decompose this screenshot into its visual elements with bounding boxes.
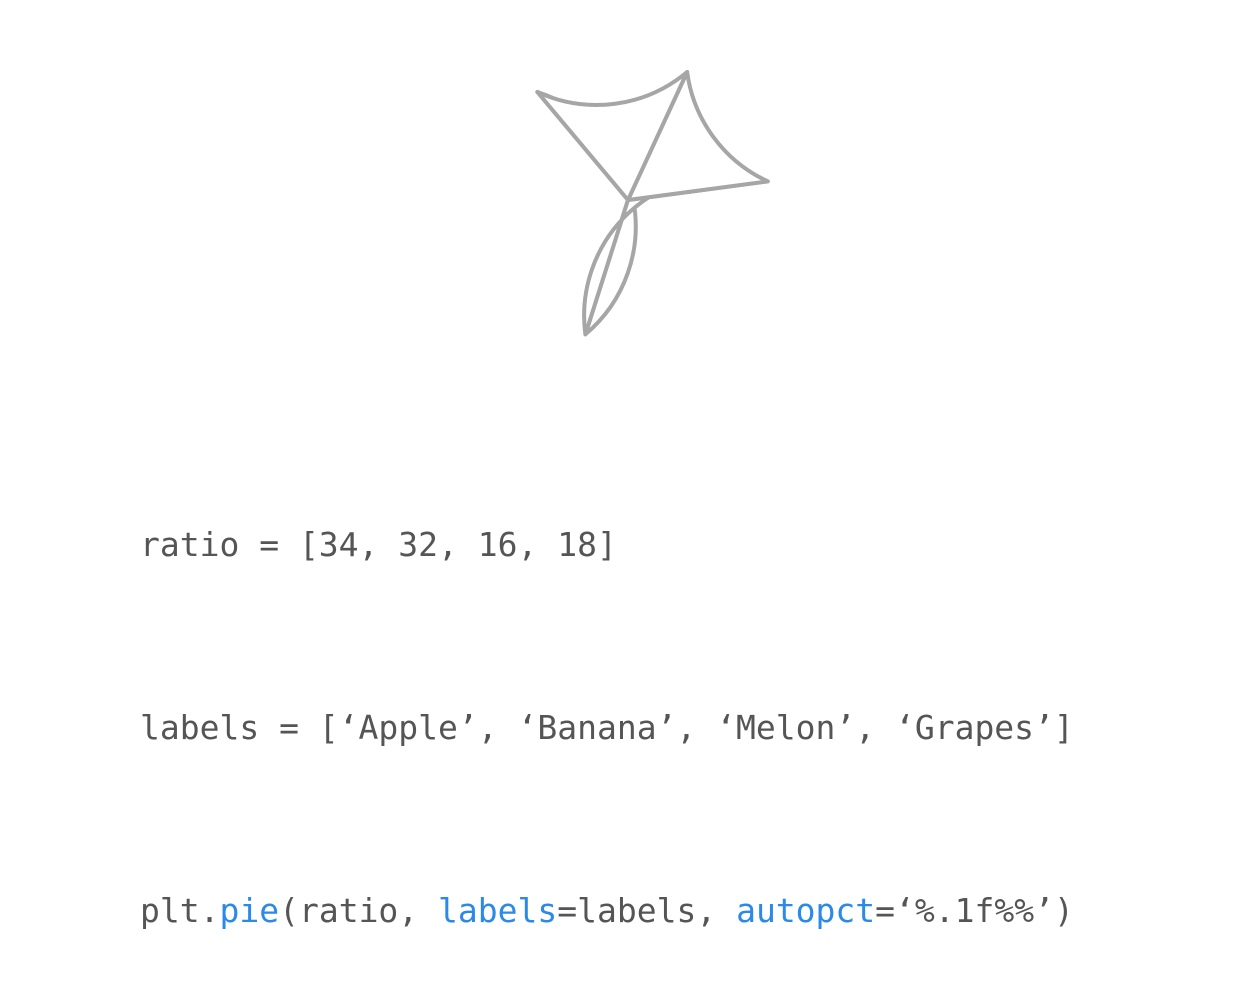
code-labels-value: =labels, (557, 891, 737, 930)
code-line-labels: labels = [‘Apple’, ‘Banana’, ‘Melon’, ‘G… (140, 697, 1074, 758)
pie-chart (535, 70, 770, 337)
code-ratio-arg: (ratio, (279, 891, 439, 930)
pie-slice-2 (582, 172, 770, 337)
code-labels-keyword: labels (438, 891, 558, 930)
code-plt-object: plt. (140, 891, 220, 930)
code-line-pie-call: plt.pie(ratio, labels=labels, autopct=‘%… (140, 880, 1074, 941)
code-pie-function: pie (219, 891, 280, 930)
pie-slice-3 (626, 70, 770, 202)
code-ratio-text: ratio = [34, 32, 16, 18] (140, 525, 617, 564)
code-snippet: ratio = [34, 32, 16, 18] labels = [‘Appl… (140, 392, 1074, 1002)
code-autopct-keyword: autopct (736, 891, 876, 930)
pie-slice-4 (535, 70, 690, 202)
code-autopct-value: =‘%.1f%%’) (875, 891, 1074, 930)
code-line-ratio: ratio = [34, 32, 16, 18] (140, 514, 1074, 575)
code-labels-text: labels = [‘Apple’, ‘Banana’, ‘Melon’, ‘G… (140, 708, 1074, 747)
